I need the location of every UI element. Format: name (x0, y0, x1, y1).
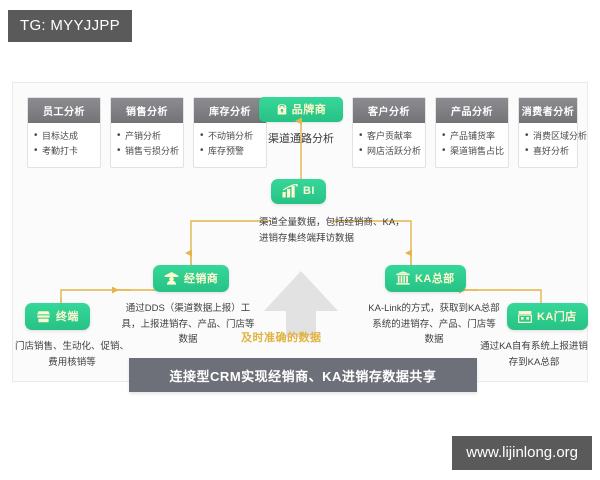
building-icon (396, 271, 410, 285)
node-ka-store-description: 通过KA自有系统上报进销存到KA总部 (480, 341, 588, 368)
node-terminal-label: 终端 (56, 311, 79, 323)
timely-accurate-data-label: 及时准确的数据 (241, 332, 322, 344)
tag-icon (276, 103, 288, 116)
store-counter-icon (36, 310, 51, 323)
analysis-card-product[interactable]: 产品分析 产品铺货率 渠道销售占比 (435, 97, 509, 168)
node-terminal[interactable]: 终端 (25, 303, 90, 330)
node-bi-description: 渠道全量数据，包括经销商、KA，进销存集终端拜访数据 (259, 217, 405, 244)
card-title: 产品分析 (436, 98, 508, 123)
watermark-overlay: www.lijinlong.org (452, 436, 592, 470)
bottom-banner: 连接型CRM实现经销商、KA进销存数据共享 (129, 358, 477, 392)
analysis-card-customer[interactable]: 客户分析 客户贡献率 网店活跃分析 (352, 97, 426, 168)
person-box-icon (164, 271, 179, 285)
card-body: 消费区域分析 喜好分析 (519, 123, 587, 167)
card-item: 喜好分析 (525, 143, 573, 159)
node-terminal-description: 门店销售、生动化、促销、费用核销等 (14, 341, 129, 368)
card-title: 消费者分析 (519, 98, 577, 123)
connector-lines (60, 117, 542, 309)
card-title: 客户分析 (353, 98, 425, 123)
card-body: 产销分析 销售亏损分析 (111, 123, 183, 167)
shop-icon (518, 310, 532, 323)
card-item: 考勤打卡 (34, 143, 96, 159)
card-body: 不动销分析 库存预警 (194, 123, 266, 167)
analysis-card-sales[interactable]: 销售分析 产销分析 销售亏损分析 (110, 97, 184, 168)
node-bi-label: BI (303, 185, 315, 197)
card-item: 库存预警 (200, 143, 262, 159)
card-item: 目标达成 (34, 128, 96, 144)
node-ka-store-label: KA门店 (537, 311, 577, 323)
node-ka-store[interactable]: KA门店 (507, 303, 588, 330)
card-item: 不动销分析 (200, 128, 262, 144)
brand-owner-label: 品牌商 (291, 104, 327, 116)
card-item: 产销分析 (117, 128, 179, 144)
node-dealer[interactable]: 经销商 (153, 265, 230, 292)
card-item: 渠道销售占比 (442, 143, 504, 159)
card-body: 目标达成 考勤打卡 (28, 123, 100, 167)
card-body: 产品铺货率 渠道销售占比 (436, 123, 508, 167)
card-item: 产品铺货率 (442, 128, 504, 144)
node-dealer-label: 经销商 (184, 273, 219, 285)
analysis-card-inventory[interactable]: 库存分析 不动销分析 库存预警 (193, 97, 267, 168)
card-title: 库存分析 (194, 98, 266, 123)
node-ka-headquarters-description: KA-Link的方式，获取到KA总部系统的进销存、产品、门店等数据 (368, 303, 500, 346)
tg-tag-overlay: TG: MYYJJPP (8, 10, 132, 42)
node-bi[interactable]: BI (271, 179, 326, 204)
up-arrow-icon (264, 271, 338, 342)
card-item: 销售亏损分析 (117, 143, 179, 159)
card-item: 消费区域分析 (525, 128, 587, 144)
card-item: 网店活跃分析 (359, 143, 421, 159)
node-dealer-description: 通过DDS（渠道数据上报）工具，上报进销存、产品、门店等数据 (121, 303, 255, 346)
card-title: 销售分析 (111, 98, 183, 123)
node-ka-headquarters[interactable]: KA总部 (385, 265, 466, 292)
bar-chart-icon (282, 184, 298, 198)
card-item: 客户贡献率 (359, 128, 421, 144)
card-body: 客户贡献率 网店活跃分析 (353, 123, 425, 167)
node-ka-headquarters-label: KA总部 (415, 273, 455, 285)
diagram-canvas: 员工分析 目标达成 考勤打卡 销售分析 产销分析 销售亏损分析 库存分析 不动销… (12, 82, 588, 382)
card-title: 员工分析 (28, 98, 100, 123)
analysis-card-consumer[interactable]: 消费者分析 消费区域分析 喜好分析 (518, 97, 587, 168)
analysis-card-employee[interactable]: 员工分析 目标达成 考勤打卡 (27, 97, 101, 168)
